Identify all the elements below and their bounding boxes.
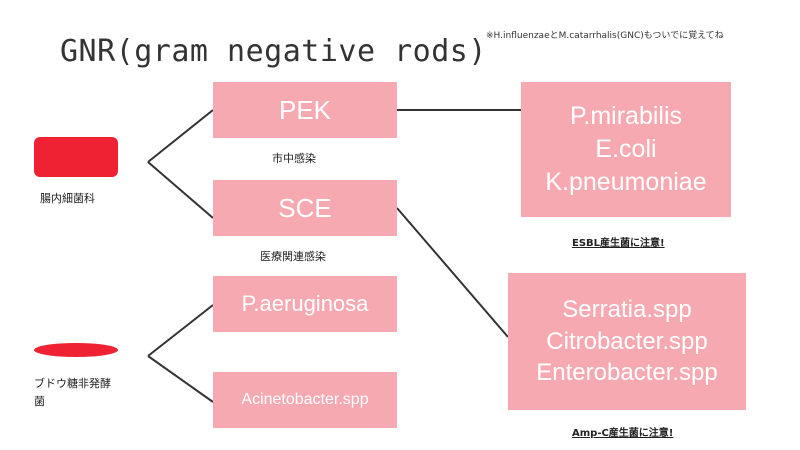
paeruginosa-box: P.aeruginosa (213, 276, 397, 332)
ampc-organism-box: Serratia.spp Citrobacter.spp Enterobacte… (508, 273, 746, 410)
footnote: ※H.influenzaeとM.catarrhalis(GNC)もついでに覚えて… (486, 31, 724, 41)
nonfermenter-label: ブドウ糖非発酵 菌 (34, 375, 111, 411)
pek-caption: 市中感染 (272, 152, 316, 165)
ampc-item: Citrobacter.spp (546, 327, 708, 355)
esbl-item: P.mirabilis (569, 102, 683, 130)
ampc-warning: Amp-C産生菌に注意! (572, 428, 674, 439)
acinetobacter-box: Acinetobacter.spp (213, 372, 397, 428)
esbl-item: E.coli (595, 135, 657, 163)
line-sce-ampc (396, 207, 509, 338)
sce-caption: 医療関連感染 (260, 250, 326, 263)
esbl-organism-box: P.mirabilis E.coli K.pneumoniae (521, 82, 731, 217)
esbl-warning: ESBL産生菌に注意! (572, 238, 665, 249)
nonfermenter-label-line2: 菌 (34, 395, 45, 408)
nonfermenter-marker (34, 343, 118, 357)
pek-box: PEK (213, 82, 397, 138)
ampc-item: Serratia.spp (562, 295, 692, 323)
line-enteric-sce (147, 161, 214, 219)
line-enteric-pek (147, 109, 214, 163)
enteric-marker (34, 137, 118, 177)
nonfermenter-label-line1: ブドウ糖非発酵 (34, 377, 111, 390)
enteric-label: 腸内細菌科 (40, 192, 95, 205)
line-nonferm-paeruginosa (147, 304, 214, 357)
ampc-item: Enterobacter.spp (536, 359, 718, 387)
diagram-title: GNR(gram negative rods) (60, 34, 487, 69)
sce-box: SCE (213, 180, 397, 236)
line-nonferm-acinetobacter (147, 355, 214, 403)
esbl-item: K.pneumoniae (545, 168, 707, 196)
